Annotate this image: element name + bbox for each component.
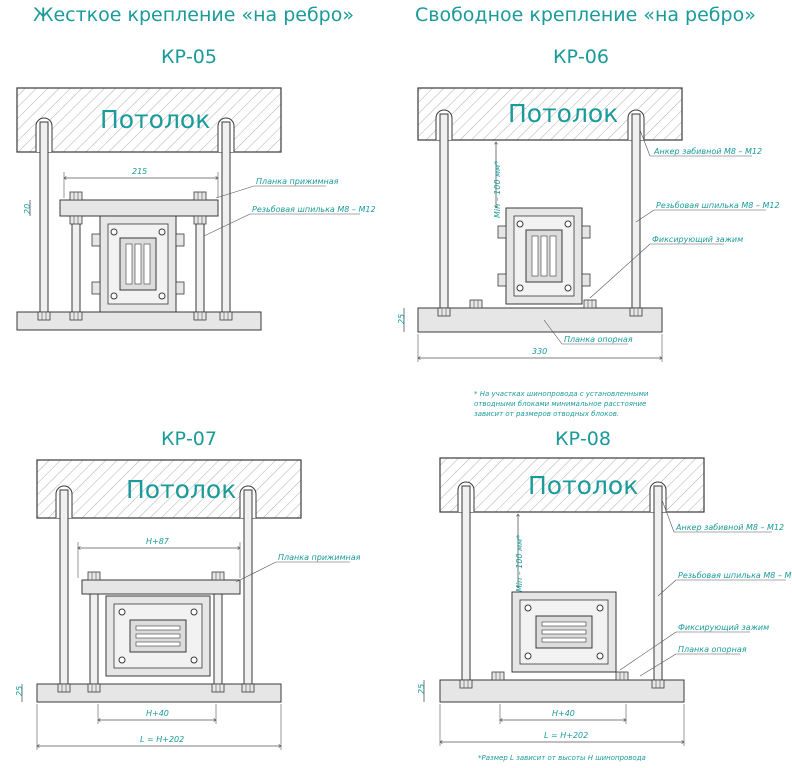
busbar [105, 595, 211, 677]
dim-min-distance: Мin – 100 мм* [515, 535, 524, 592]
busbar [511, 591, 617, 673]
diagram-kp08: Потолок Мin – 100 мм* H+40 L = H+202 25 … [417, 457, 792, 762]
label-pressure-plate: Планка прижимная [256, 177, 339, 186]
pressure-plate [59, 199, 219, 217]
dim-side: 20 [23, 204, 32, 214]
dim-top: H+87 [146, 537, 170, 546]
pressure-plate [81, 579, 241, 595]
threaded-rod [461, 485, 471, 681]
label-anchor: Анкер забивной М8 – М12 [675, 523, 784, 532]
ceiling-slab [16, 87, 282, 153]
label-clamp: Фиксирующий зажим [678, 623, 769, 632]
dim-plate-height: 25 [417, 684, 426, 694]
label-threaded-rod: Резьбовая шпилька М8 – М12 [656, 201, 780, 210]
ceiling-slab [36, 459, 302, 519]
code-kp05: КР-05 [161, 46, 217, 68]
header-free-mount: Свободное крепление «на ребро» [415, 4, 756, 26]
ceiling-label: Потолок [528, 471, 638, 500]
label-threaded-rod: Резьбовая шпилька М8 – М12 [252, 205, 376, 214]
dim-inner: H+40 [146, 709, 169, 718]
label-threaded-rod: Резьбовая шпилька М8 – М12 [678, 571, 792, 580]
support-plate [439, 679, 685, 703]
note-line: * На участках шинопровода с установленны… [474, 390, 649, 398]
busbar [91, 215, 185, 313]
support-plate [417, 307, 663, 333]
code-kp08: КР-08 [555, 428, 611, 450]
label-support-plate: Планка опорная [564, 335, 633, 344]
code-kp06: КР-06 [553, 46, 609, 68]
threaded-rod [39, 121, 49, 319]
diagram-kp05: Потолок 215 20 Планка прижимная Резьбова… [16, 87, 376, 331]
dim-plate-height: 25 [15, 686, 24, 696]
ceiling-label: Потолок [100, 105, 210, 134]
busbar [497, 207, 591, 305]
dim-width: 215 [132, 167, 147, 176]
dim-plate-height: 25 [397, 314, 406, 324]
label-clamp: Фиксирующий зажим [652, 235, 743, 244]
threaded-rod [631, 113, 641, 311]
label-anchor: Анкер забивной М8 – М12 [653, 147, 762, 156]
threaded-rod [653, 485, 663, 681]
dim-total: L = H+202 [140, 735, 184, 744]
dim-total: L = H+202 [544, 731, 588, 740]
dim-min-distance: Мin – 100 мм* [493, 161, 502, 218]
diagram-kp07: Потолок H+87 H+40 L = H+202 25 Планка пр… [15, 459, 361, 750]
threaded-rod [221, 121, 231, 319]
diagram-kp06: Потолок Мin – 100 мм* 25 330 Анкер забив… [397, 87, 780, 418]
label-support-plate: Планка опорная [678, 645, 747, 654]
header-rigid-mount: Жесткое крепление «на ребро» [33, 4, 354, 26]
note-line: отводными блоками минимальное расстояние [474, 400, 646, 408]
note-line: зависит от размеров отводных блоков. [474, 410, 619, 418]
label-pressure-plate: Планка прижимная [278, 553, 361, 562]
code-kp07: КР-07 [161, 428, 217, 450]
dim-width: 330 [532, 347, 547, 356]
threaded-rod [59, 489, 69, 687]
dim-inner: H+40 [552, 709, 575, 718]
ceiling-label: Потолок [126, 475, 236, 504]
note-length: *Размер L зависит от высоты H шинопровод… [478, 754, 646, 762]
ceiling-label: Потолок [508, 99, 618, 128]
threaded-rod [439, 113, 449, 311]
threaded-rod [243, 489, 253, 687]
